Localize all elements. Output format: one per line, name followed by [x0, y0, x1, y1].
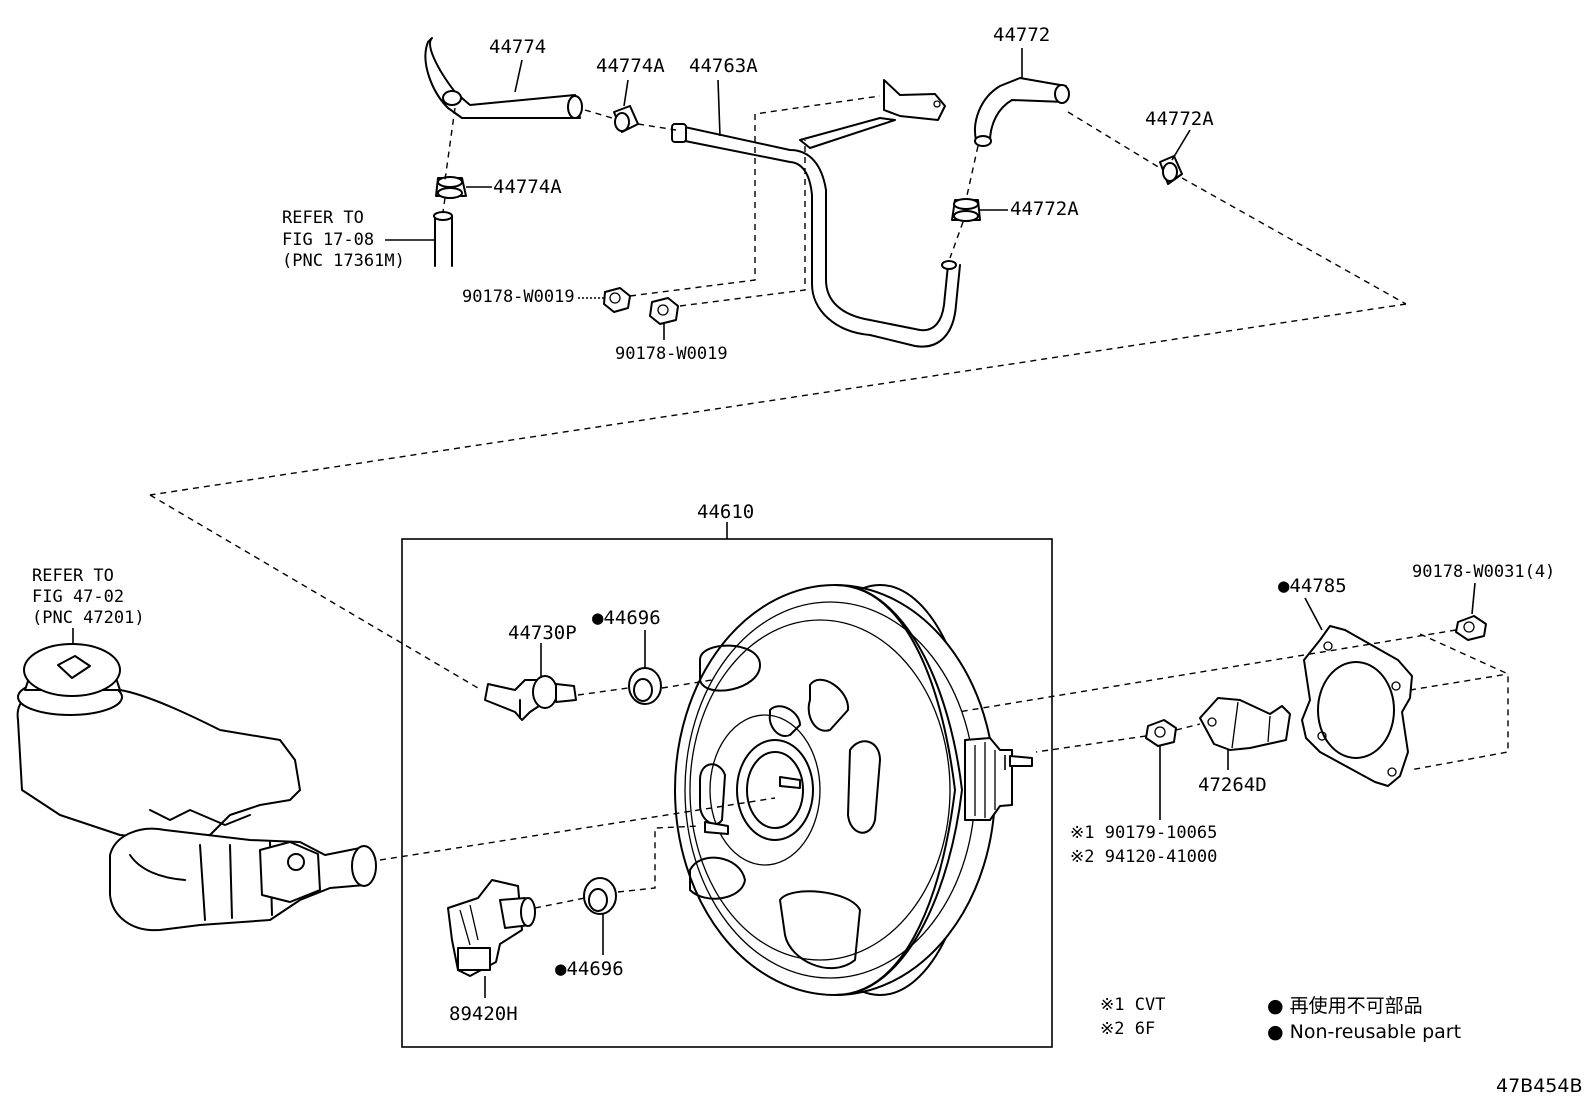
grommet-44696-upper[interactable]: [628, 667, 662, 705]
legend-non-reusable-en: ● Non-reusable part: [1267, 1021, 1461, 1043]
clip-44772A-right[interactable]: [1159, 155, 1183, 185]
gasket-44785[interactable]: [1301, 625, 1413, 787]
pipe-44763A[interactable]: [671, 79, 961, 348]
label-note-1-part: ※1 90179-10065: [1070, 823, 1217, 843]
label-44774A-lower: 44774A: [493, 176, 562, 198]
leader-44763A: [717, 79, 721, 137]
nut-90178-W0031[interactable]: [1455, 615, 1487, 641]
refer-upper-line1: REFER TO: [282, 208, 364, 228]
right-dashed-lines: [957, 629, 1509, 771]
refer-left-line1: REFER TO: [32, 566, 114, 586]
vacuum-sensor-89420H[interactable]: [447, 879, 536, 977]
refer-upper-line3: (PNC 17361M): [282, 251, 405, 271]
nut-90178-W0019-a[interactable]: [603, 287, 631, 313]
clip-44774A-lower[interactable]: [435, 176, 467, 199]
legend-note2: ※2 6F: [1100, 1019, 1155, 1039]
refer-left-line3: (PNC 47201): [32, 608, 145, 628]
label-44785: ●44785: [1278, 575, 1347, 597]
clip-44772A-lower[interactable]: [951, 198, 981, 222]
label-44774A-upper: 44774A: [596, 55, 665, 77]
label-44730P: 44730P: [508, 622, 577, 644]
label-44772A-right: 44772A: [1145, 108, 1214, 130]
leader-44785: [1304, 597, 1323, 631]
label-47264D: 47264D: [1198, 774, 1267, 796]
label-44696-lower: ●44696: [555, 958, 624, 980]
refer-pipe-17361M: [433, 211, 453, 267]
label-44610: 44610: [697, 501, 754, 523]
grommet-44696-lower[interactable]: [583, 877, 617, 915]
hose-44772[interactable]: [974, 77, 1070, 147]
label-44772A-lower: 44772A: [1010, 198, 1079, 220]
figure-code: 47B454B: [1496, 1075, 1583, 1097]
legend-non-reusable-jp: ● 再使用不可部品: [1267, 995, 1423, 1017]
refer-left-line2: FIG 47-02: [32, 587, 124, 607]
leader-44774: [514, 59, 523, 93]
label-90178-W0019-a: 90178-W0019: [462, 287, 575, 307]
brake-master-cylinder[interactable]: [16, 643, 377, 932]
label-90178-W0019-b: 90178-W0019: [615, 344, 728, 364]
label-90178-W0031: 90178-W0031(4): [1412, 562, 1555, 582]
label-44774: 44774: [489, 36, 546, 58]
leader-44772A-right: [1171, 129, 1191, 161]
brake-booster-44610[interactable]: [674, 584, 1033, 996]
hose-44774[interactable]: [424, 37, 583, 119]
legend-note1: ※1 CVT: [1100, 995, 1165, 1015]
label-89420H: 89420H: [449, 1003, 518, 1025]
booster-dashed-lines: [379, 679, 776, 909]
nut-90179-10065[interactable]: [1145, 719, 1177, 747]
label-note-2-part: ※2 94120-41000: [1070, 847, 1217, 867]
nut-90178-W0019-b[interactable]: [649, 297, 679, 325]
refer-upper-line2: FIG 17-08: [282, 230, 374, 250]
leader-90178-W0031: [1471, 582, 1476, 615]
clevis-47264D[interactable]: [1199, 697, 1291, 751]
upper-dashed-lines: [149, 95, 1407, 689]
check-valve-44730P[interactable]: [484, 675, 577, 721]
clip-44774A-upper[interactable]: [613, 105, 639, 133]
label-44763A: 44763A: [689, 55, 758, 77]
label-44696-upper: ●44696: [592, 607, 661, 629]
label-44772: 44772: [993, 24, 1050, 46]
leader-44774A-upper: [623, 79, 629, 107]
